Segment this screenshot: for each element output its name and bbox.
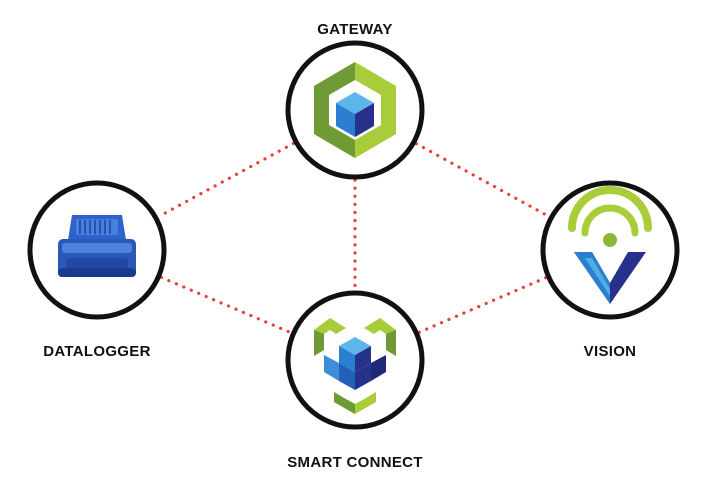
gateway-hexagon-cube-icon <box>314 62 396 158</box>
smart-connect-tri-cube-icon <box>314 318 396 414</box>
node-label-gateway: GATEWAY <box>317 21 393 38</box>
node-label-datalogger: DATALOGGER <box>43 343 151 360</box>
connector-lines <box>156 141 551 335</box>
connector-gateway-datalogger <box>156 141 296 219</box>
vision-signal-v-icon <box>568 186 652 304</box>
node-datalogger <box>27 180 167 320</box>
connector-vision-smart_connect <box>417 276 548 334</box>
node-gateway <box>285 40 425 180</box>
obd-datalogger-device-icon <box>58 215 136 277</box>
connector-datalogger-smart_connect <box>159 275 293 335</box>
node-label-vision: VISION <box>583 343 637 360</box>
node-smart-connect <box>285 290 425 430</box>
connector-gateway-vision <box>414 142 551 218</box>
node-label-smart-connect: SMART CONNECT <box>287 454 423 471</box>
node-vision <box>540 180 680 320</box>
